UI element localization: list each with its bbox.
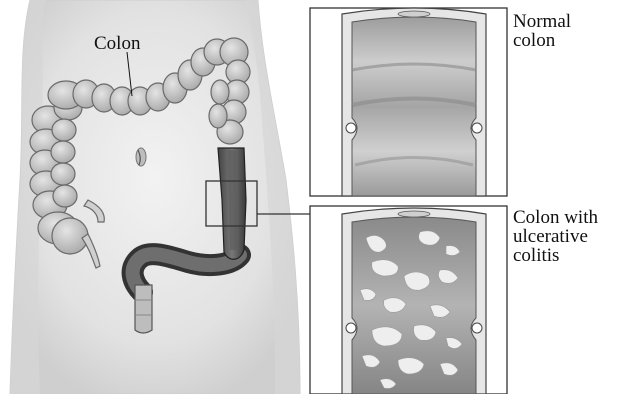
- normal-colon-pinch: [346, 123, 356, 133]
- normal-colon-pinch: [472, 123, 482, 133]
- uc-colon-label-line-3: colitis: [513, 246, 598, 265]
- uc-colon-label-line-2: ulcerative: [513, 227, 598, 246]
- haustra-segment: [209, 104, 227, 128]
- haustra-segment: [53, 185, 77, 207]
- normal-colon-panel: [310, 8, 507, 196]
- navel: [136, 148, 146, 166]
- normal-colon-top-opening: [398, 11, 430, 17]
- haustra-segment: [52, 119, 76, 141]
- normal-colon-label: Normal colon: [513, 12, 571, 50]
- uc-colon-label: Colon with ulcerative colitis: [513, 208, 598, 265]
- uc-colon-label-line-1: Colon with: [513, 208, 598, 227]
- cecum: [52, 218, 88, 254]
- haustra-segment: [51, 163, 75, 185]
- haustra-segment: [211, 80, 229, 104]
- uc-colon-top-opening: [398, 211, 430, 217]
- haustra-segment: [51, 141, 75, 163]
- uc-colon-panel: [310, 206, 507, 394]
- uc-colon-pinch: [472, 323, 482, 333]
- normal-colon-label-line-2: colon: [513, 31, 571, 50]
- rectum: [135, 285, 152, 333]
- uc-colon-pinch: [346, 323, 356, 333]
- colon-label-text: Colon: [94, 34, 140, 53]
- normal-colon-label-line-1: Normal: [513, 12, 571, 31]
- colon-label: Colon: [94, 34, 140, 53]
- normal-colon-interior: [352, 17, 476, 196]
